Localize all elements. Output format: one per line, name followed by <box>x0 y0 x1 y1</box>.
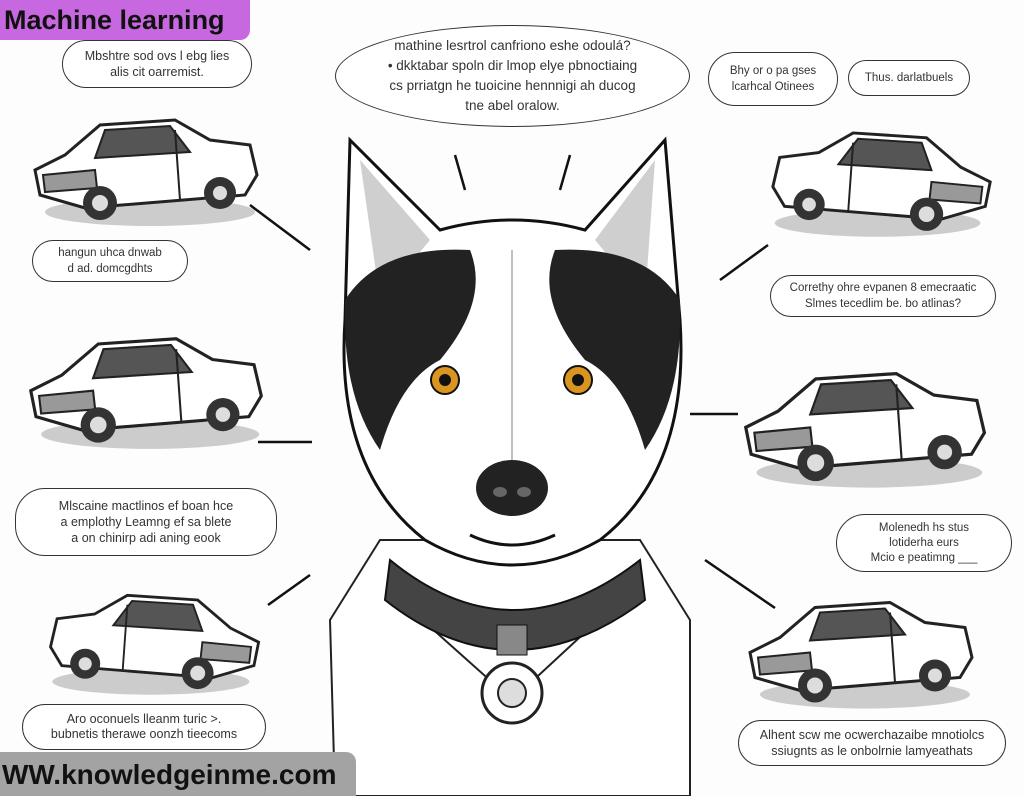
bubble-text-line: lotiderha eurs <box>889 536 959 549</box>
bubble-text-line: Slmes tecedlim be. bo atlinas? <box>805 298 961 310</box>
bubble-text-line: Correthy ohre evpanen 8 emecraatic <box>789 282 977 294</box>
speech-bubble: Molenedh hs stus lotiderha eurs Mcio e p… <box>836 514 1012 572</box>
speech-bubble: Thus. darlatbuels <box>848 60 970 96</box>
website-watermark: WW.knowledgeinme.com <box>0 752 356 796</box>
bubble-text-line: bubnetis therawe oonzh tieecoms <box>50 727 238 741</box>
speech-bubble: Alhent scw me ocwerchazaibe mnotiolcs ss… <box>738 720 1006 766</box>
bubble-text-line: mathine lesrtrol canfriono eshe odoulá? <box>394 38 631 53</box>
bubble-text-line: Thus. darlatbuels <box>864 72 954 84</box>
bubble-text-line: Bhy or o pa gses <box>729 65 817 77</box>
bubble-text-line: alis cit oarremist. <box>110 65 204 79</box>
speech-bubble: Mlscaine mactlinos ef boan hce a emploth… <box>15 488 277 556</box>
bubble-text-line: Mbshtre sod ovs l ebg lies <box>84 49 230 63</box>
bubble-text-line: lcarhcal Otinees <box>731 81 815 93</box>
bubble-text-line: a on chinirp adi aning eook <box>71 531 221 545</box>
bubble-text-line: Mcio e peatimng ___ <box>870 551 978 564</box>
bubble-text-line: Molenedh hs stus <box>878 521 970 534</box>
speech-bubble: Mbshtre sod ovs l ebg lies alis cit oarr… <box>62 40 252 88</box>
bubble-text-line: ssiugnts as le onbolrnie lamyeathats <box>771 744 973 758</box>
speech-bubble-center: mathine lesrtrol canfriono eshe odoulá? … <box>335 25 690 127</box>
speech-bubble: Aro oconuels lleanm turic >. bubnetis th… <box>22 704 266 750</box>
bubble-text-line: Mlscaine mactlinos ef boan hce <box>58 499 234 513</box>
bubble-text-line: a emplothy Leamng ef sa blete <box>60 515 232 529</box>
title-badge: Machine learning <box>0 0 250 40</box>
bubble-text-line: Alhent scw me ocwerchazaibe mnotiolcs <box>759 728 985 742</box>
bubble-text-line: cs prriatgn he tuoicine hennnigi ah duco… <box>389 78 636 93</box>
bubble-text-line: tne abel oralow. <box>465 98 560 113</box>
bubble-text-line: • dkktabar spoln dir lmop elye pbnoctiai… <box>387 58 638 73</box>
bubble-text-line: d ad. domcgdhts <box>67 263 153 275</box>
speech-bubble: hangun uhca dnwab d ad. domcgdhts <box>32 240 188 282</box>
bubble-text-line: hangun uhca dnwab <box>58 247 162 259</box>
speech-bubble: Correthy ohre evpanen 8 emecraatic Slmes… <box>770 275 996 317</box>
bubble-text-line: Aro oconuels lleanm turic >. <box>66 712 222 726</box>
speech-bubble: Bhy or o pa gses lcarhcal Otinees <box>708 52 838 106</box>
